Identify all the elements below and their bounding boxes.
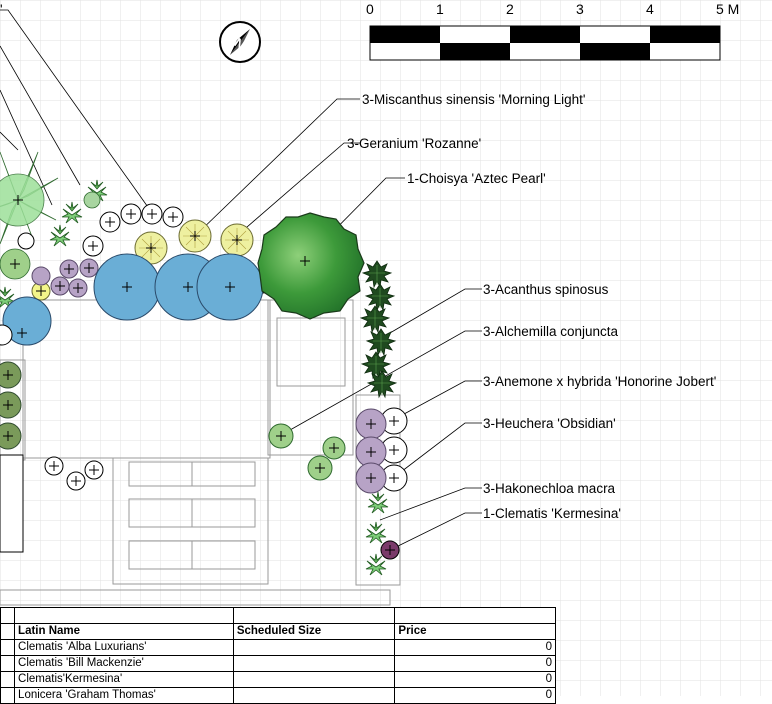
label-geranium: 3-Geranium 'Rozanne'	[347, 136, 481, 151]
scale-tick-3: 3	[576, 1, 584, 17]
price-cell: 0	[394, 655, 556, 672]
blue-shrub-symbols	[2, 253, 264, 346]
plant-symbols	[0, 151, 408, 576]
label-acanthus: 3-Acanthus spinosus	[483, 282, 609, 297]
leader-lines	[0, 9, 482, 551]
label-choisya: 1-Choisya 'Aztec Pearl'	[407, 171, 546, 186]
latin-cell: Clematis 'Bill Mackenzie'	[14, 655, 234, 672]
label-clematis: 1-Clematis 'Kermesina'	[483, 506, 621, 521]
palm-plant-icon	[0, 151, 59, 245]
label-heuchera: 3-Heuchera 'Obsidian'	[483, 416, 616, 431]
label-hakonechloa: 3-Hakonechloa macra	[483, 481, 616, 496]
price-cell: 0	[394, 639, 556, 656]
header-price: Price	[394, 623, 556, 640]
schedule-header-row: Latin Name Scheduled Size Price	[0, 623, 556, 640]
scale-tick-0: 0	[366, 1, 374, 17]
size-cell	[232, 639, 396, 656]
north-arrow-icon: N	[219, 21, 261, 63]
plant-schedule-table: Latin Name Scheduled Size Price Clematis…	[0, 607, 556, 704]
heuchera-symbols	[31, 258, 387, 494]
size-cell	[232, 655, 396, 672]
latin-cell: Clematis'Kermesina'	[14, 671, 234, 688]
header-cell	[0, 623, 16, 640]
structure-box	[0, 454, 24, 553]
scale-tick-1: 1	[436, 1, 444, 17]
header-latin-name: Latin Name	[14, 623, 234, 640]
scale-bar: 0 1 2 3 4 5 M	[366, 1, 739, 61]
label-miscanthus: 3-Miscanthus sinensis 'Morning Light'	[362, 92, 586, 107]
scale-tick-5: 5 M	[716, 1, 739, 17]
schedule-blank-row	[0, 607, 556, 624]
price-cell: 0	[394, 671, 556, 688]
latin-cell: Clematis 'Alba Luxurians'	[14, 639, 234, 656]
label-alchemilla: 3-Alchemilla conjuncta	[483, 324, 619, 339]
size-cell	[232, 671, 396, 688]
table-row: Clematis 'Bill Mackenzie' 0	[0, 655, 556, 672]
header-scheduled-size: Scheduled Size	[232, 623, 396, 640]
table-row: Clematis'Kermesina' 0	[0, 671, 556, 688]
scale-tick-2: 2	[506, 1, 514, 17]
scale-tick-4: 4	[646, 1, 654, 17]
label-anemone: 3-Anemone x hybrida 'Honorine Jobert'	[483, 374, 716, 389]
table-row: Clematis 'Alba Luxurians' 0	[0, 639, 556, 656]
cut-label: '	[0, 2, 3, 17]
choisya-icon	[257, 212, 365, 320]
